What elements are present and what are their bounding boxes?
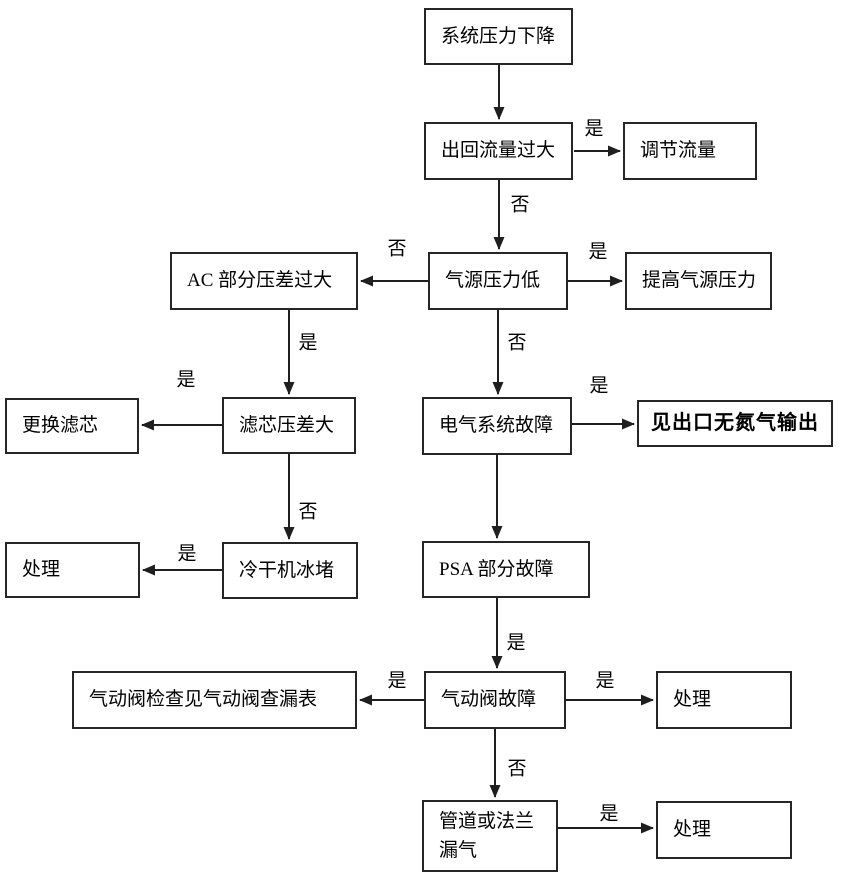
node-valve-fault: 气动阀故障	[424, 671, 566, 729]
edge-label-yes: 是	[588, 241, 608, 263]
edge-label-no: 否	[507, 332, 527, 354]
edge-label-no: 否	[507, 758, 527, 780]
edge-label-yes: 是	[176, 369, 196, 391]
node-replace-filter: 更换滤芯	[5, 398, 139, 454]
node-pipe-flange-leak: 管道或法兰 漏气	[422, 800, 558, 872]
edge-label-no: 否	[510, 194, 530, 216]
edge-label-yes: 是	[589, 375, 609, 397]
edge-label-yes: 是	[177, 543, 197, 565]
node-psa-section-fault: PSA 部分故障	[422, 541, 590, 598]
node-outlet-return-flow-too-large: 出回流量过大	[424, 122, 573, 180]
edge-label-yes: 是	[599, 803, 619, 825]
node-ac-section-pressure-diff: AC 部分压差过大	[170, 252, 358, 310]
edge-label-yes: 是	[595, 670, 615, 692]
node-see-outlet-no-nitrogen: 见出口无氮气输出	[637, 400, 833, 447]
node-handle-2: 处理	[656, 671, 792, 729]
edge-label-no: 否	[298, 501, 318, 523]
node-dryer-ice-blockage: 冷干机冰堵	[222, 542, 358, 599]
node-air-source-pressure-low: 气源压力低	[428, 252, 568, 310]
edge-label-yes: 是	[584, 118, 604, 140]
edge-label-yes: 是	[506, 632, 526, 654]
node-system-pressure-drop: 系统压力下降	[424, 8, 573, 65]
node-filter-pressure-diff: 滤芯压差大	[222, 397, 356, 454]
node-adjust-flow: 调节流量	[623, 122, 757, 180]
node-valve-check-table: 气动阀检查见气动阀查漏表	[72, 671, 357, 729]
node-handle-1: 处理	[5, 542, 140, 598]
edge-label-yes: 是	[387, 670, 407, 692]
edge-label-yes: 是	[298, 332, 318, 354]
node-handle-3: 处理	[656, 801, 792, 859]
node-electrical-system-fault: 电气系统故障	[422, 397, 572, 455]
node-raise-air-source-pressure: 提高气源压力	[625, 252, 772, 310]
edge-label-no: 否	[387, 238, 407, 260]
